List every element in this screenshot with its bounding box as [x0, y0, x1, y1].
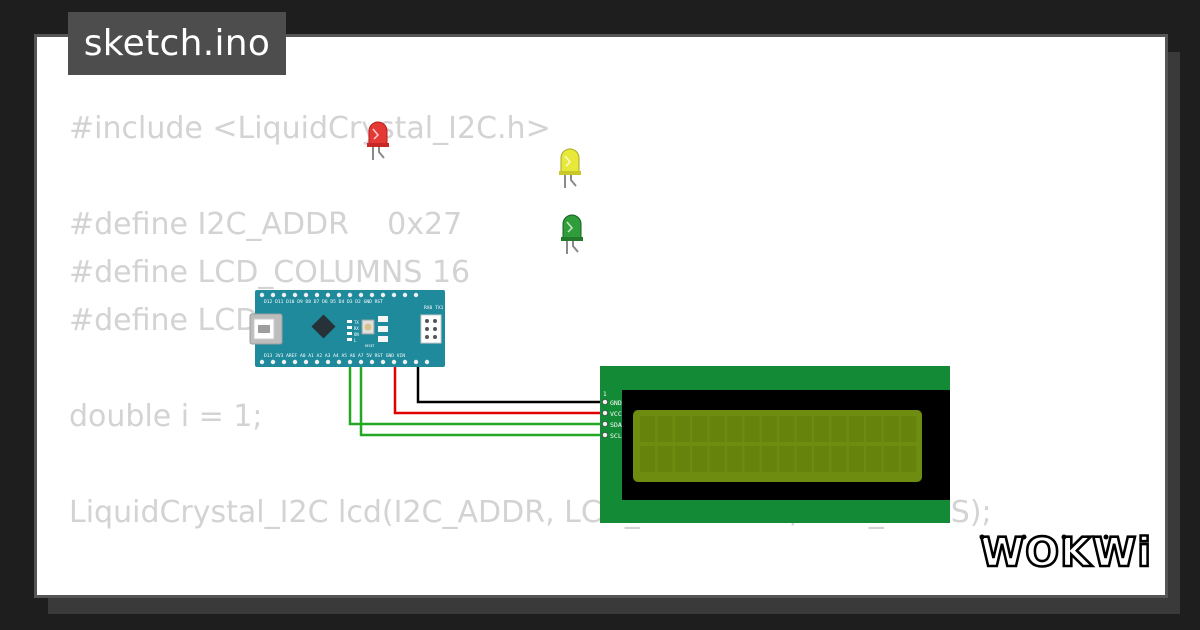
bottom-pin-header [259, 359, 430, 365]
lcd-character-cell [640, 446, 656, 472]
yellow-led[interactable] [559, 148, 581, 188]
lcd-pin-scl-label: SCL [610, 432, 622, 440]
lcd-character-cell [814, 446, 830, 472]
lcd-character-cell [901, 416, 917, 442]
code-line: void setup() { [69, 585, 992, 595]
lcd-character-cell [796, 416, 812, 442]
lcd-character-grid [640, 416, 917, 472]
lcd-character-cell [744, 446, 760, 472]
lcd-character-cell [831, 416, 847, 442]
code-line: #define LCD_COLUMNS 16 [69, 255, 471, 290]
mcu-chip [311, 314, 336, 339]
lcd-character-cell [692, 416, 708, 442]
lcd-character-cell [744, 416, 760, 442]
nano-bottom-pin-labels: D13 3V3 AREF A0 A1 A2 A3 A4 A5 A6 A7 5V … [264, 353, 405, 359]
top-pin-header [259, 292, 419, 298]
lcd-pin1-marker: 1 [603, 391, 607, 398]
code-line: double i = 1; [69, 399, 263, 434]
lcd-character-cell [779, 416, 795, 442]
lcd-character-cell [901, 446, 917, 472]
code-background: #include <LiquidCrystal_I2C.h>#define I2… [69, 105, 992, 595]
lcd-character-cell [761, 446, 777, 472]
lcd-character-cell [831, 446, 847, 472]
lcd-character-cell [866, 416, 882, 442]
lcd-character-cell [640, 416, 656, 442]
lcd-character-cell [779, 446, 795, 472]
lcd-character-cell [848, 446, 864, 472]
lcd-pin-gnd-label: GND [610, 399, 622, 407]
lcd-character-cell [727, 446, 743, 472]
gnd-wire [416, 362, 604, 404]
reset-button[interactable] [361, 319, 375, 335]
lcd-character-cell [848, 416, 864, 442]
lcd-character-cell [761, 416, 777, 442]
green-led[interactable] [561, 214, 583, 254]
lcd-character-cell [657, 416, 673, 442]
lcd-character-cell [814, 416, 830, 442]
nano-top-pin-labels: D12 D11 D10 D9 D8 D7 D6 D5 D4 D3 D2 GND … [264, 299, 383, 305]
lcd-character-cell [883, 416, 899, 442]
lcd-character-cell [796, 446, 812, 472]
sda-wire [348, 362, 604, 426]
nano-rx-tx-label: RX0 TX1 [424, 305, 444, 311]
nano-side-label-on: ON [354, 332, 359, 337]
lcd-character-cell [709, 416, 725, 442]
lcd-pin-sda-label: SDA [610, 421, 622, 429]
filename-tab: sketch.ino [68, 12, 286, 75]
lcd-character-cell [709, 446, 725, 472]
nano-reset-label: RESET [365, 344, 375, 348]
lcd-character-cell [883, 446, 899, 472]
code-line: #define I2C_ADDR 0x27 [69, 207, 463, 242]
arduino-nano[interactable]: D12 D11 D10 D9 D8 D7 D6 D5 D4 D3 D2 GND … [249, 290, 445, 367]
nano-side-label-rx: RX [354, 326, 359, 331]
lcd-character-cell [866, 446, 882, 472]
lcd-character-cell [657, 446, 673, 472]
red-led[interactable] [367, 121, 389, 160]
wires [348, 362, 604, 437]
lcd-pin-vcc-label: VCC [610, 410, 622, 418]
wokwi-logo: WOKWi [979, 529, 1150, 576]
preview-card: #include <LiquidCrystal_I2C.h>#define I2… [34, 34, 1168, 598]
scl-wire [359, 362, 604, 437]
nano-side-label-tx: TX [354, 320, 359, 325]
vcc-wire [393, 362, 604, 415]
usb-connector [249, 313, 283, 345]
lcd-character-cell [674, 446, 690, 472]
lcd-character-cell [674, 416, 690, 442]
lcd-1602-i2c[interactable]: 1 GND VCC SDA SCL [600, 366, 950, 523]
icsp-header [420, 314, 442, 344]
nano-side-label-l: L [354, 338, 357, 343]
lcd-character-cell [692, 446, 708, 472]
lcd-character-cell [727, 416, 743, 442]
